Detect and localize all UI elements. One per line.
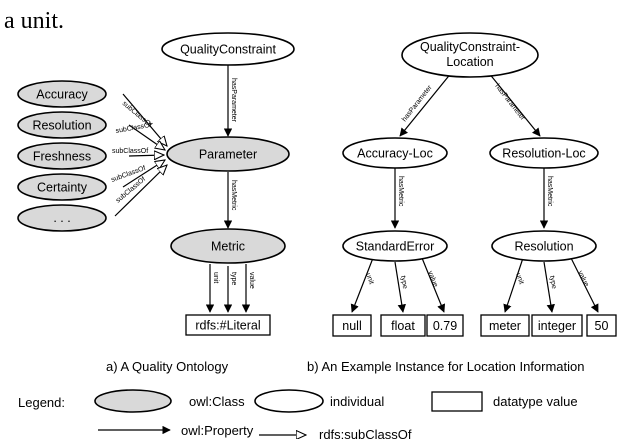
label-resolution: Resolution [32,119,91,133]
edge-type-se [394,261,406,313]
legend-datatype-swatch [431,391,483,412]
legend-title: Legend: [18,395,65,410]
legend: Legend: owl:Class individual datatype va… [18,389,578,439]
value-integer: integer [538,319,576,333]
value-box-50 [586,314,617,337]
node-standard-error [342,230,448,262]
edge-label-unit-res: unit [514,272,524,285]
label-certainty: Certainty [37,181,88,195]
node-accuracy [17,80,107,108]
label-metric: Metric [211,240,245,254]
edge-label-type-res: type [548,275,557,289]
node-literal [185,314,271,336]
value-079: 0.79 [433,319,457,333]
edge-label-subclassof-3: subClassOf [112,148,148,155]
node-resolution [17,111,107,139]
value-box-float [380,314,426,337]
legend-class-swatch [94,389,172,413]
value-box-meter [480,314,530,337]
node-accuracy-loc [342,137,448,169]
value-box-integer [531,314,583,337]
legend-owl-property: owl:Property [181,423,254,438]
node-parameter [166,136,290,172]
edge-value-se [421,257,446,313]
edge-label-value-se: value [426,270,439,288]
node-more [17,204,107,232]
node-quality-constraint [161,32,295,66]
edge-value-res [570,257,599,313]
value-float: float [391,319,415,333]
node-freshness [17,142,107,170]
label-resolution-metric: Resolution [514,240,573,254]
label-accuracy: Accuracy [36,88,88,102]
node-resolution-metric [491,230,597,262]
edge-subclassof-accuracy [122,93,167,146]
edge-subclassof-freshness [128,155,164,156]
header-text: a unit. [4,8,64,34]
edge-label-unit-left: unit [212,272,219,283]
right-instance: hasParameter hasParameter hasMetric hasM… [307,32,617,374]
edge-unit-se [350,257,374,313]
edge-label-value-res: value [576,270,590,288]
node-qcl [401,32,539,78]
edge-label-value-left: value [248,272,255,289]
edge-label-type-left: type [230,272,237,285]
edge-label-hasmetric-right-2: hasMetric [546,176,553,207]
legend-owl-class: owl:Class [189,394,245,409]
edge-label-subclassof-2: subClassOf [115,122,152,135]
label-accuracy-loc: Accuracy-Loc [357,147,433,161]
left-ontology: hasParameter hasMetric subClassOf subCla… [17,32,295,374]
label-freshness: Freshness [33,150,91,164]
label-parameter: Parameter [199,148,257,162]
caption-left: a) A Quality Ontology [106,359,229,374]
legend-rdfs-subclassof: rdfs:subClassOf [319,427,412,439]
edge-label-hasmetric-right: hasMetric [397,176,404,207]
node-metric [170,228,286,264]
label-literal: rdfs:#Literal [195,319,260,333]
edge-label-hasparameter-right: hasParameter [401,84,434,123]
node-certainty [17,173,107,201]
value-50: 50 [595,319,609,333]
edge-label-hasparameter-right-2: hasParameter [493,83,526,122]
label-quality-constraint: QualityConstraint [180,43,276,57]
edge-label-hasparameter-left: hasParameter [230,78,237,123]
edge-hasparameter-right [399,71,453,137]
label-more: . . . [53,211,70,225]
label-standard-error: StandardError [356,240,435,254]
value-box-079 [426,314,464,337]
caption-right: b) An Example Instance for Location Info… [307,359,585,374]
edge-hasparameter-right-2 [487,71,541,137]
edge-unit-res [503,257,524,313]
value-meter: meter [489,319,521,333]
legend-datatype-value: datatype value [493,394,578,409]
value-box-null [332,314,372,337]
edge-subclassof-resolution [128,124,165,150]
edge-type-res [543,261,555,313]
legend-individual: individual [330,394,384,409]
label-resolution-loc: Resolution-Loc [502,147,585,161]
edge-subclassof-more [114,165,167,217]
edge-label-hasmetric-left: hasMetric [230,180,237,211]
edge-label-type-se: type [399,275,408,289]
label-qcl-line1: QualityConstraint- [420,40,520,54]
legend-individual-swatch [254,389,324,413]
node-resolution-loc [489,137,599,169]
edge-label-unit-se: unit [364,272,374,285]
label-qcl-line2: Location [446,55,493,69]
value-null: null [342,319,361,333]
